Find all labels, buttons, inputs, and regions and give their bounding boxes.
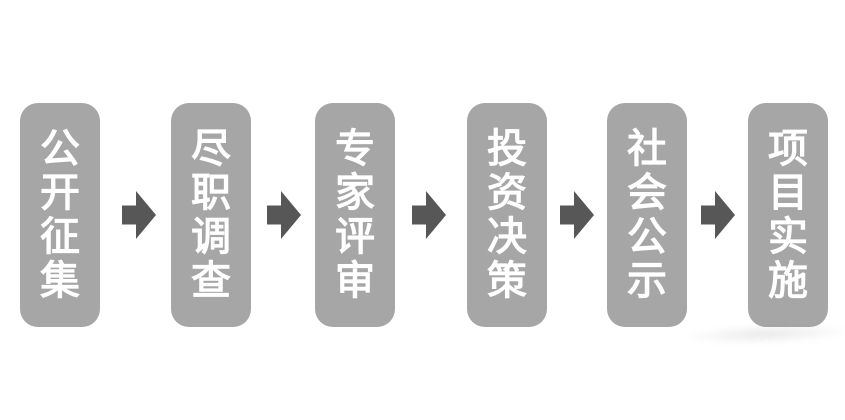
stage-box-investment-decision: 投资决策 bbox=[467, 103, 547, 327]
flow-arrow-icon bbox=[267, 191, 301, 239]
stage-label: 公开征集 bbox=[40, 126, 80, 304]
stage-box-expert-review: 专家评审 bbox=[315, 103, 395, 327]
stage-box-project-implementation: 项目实施 bbox=[748, 103, 828, 327]
stage-box-public-solicitation: 公开征集 bbox=[20, 103, 100, 327]
flow-arrow-shape bbox=[412, 191, 446, 239]
stage-label: 投资决策 bbox=[487, 126, 527, 304]
stage-label: 项目实施 bbox=[768, 126, 808, 304]
flow-arrow-shape bbox=[701, 191, 735, 239]
flow-arrow-shape bbox=[267, 191, 301, 239]
stage-label: 专家评审 bbox=[335, 126, 375, 304]
flow-arrow-icon bbox=[122, 191, 156, 239]
flow-arrow-icon bbox=[701, 191, 735, 239]
flow-arrow-icon bbox=[560, 191, 594, 239]
stage-label: 社会公示 bbox=[627, 126, 667, 304]
shadow-smudge bbox=[684, 321, 845, 347]
stage-label: 尽职调查 bbox=[191, 126, 231, 304]
stage-box-public-announcement: 社会公示 bbox=[607, 103, 687, 327]
flow-arrow-shape bbox=[122, 191, 156, 239]
stage-box-due-diligence: 尽职调查 bbox=[171, 103, 251, 327]
flow-arrow-shape bbox=[560, 191, 594, 239]
flow-arrow-icon bbox=[412, 191, 446, 239]
